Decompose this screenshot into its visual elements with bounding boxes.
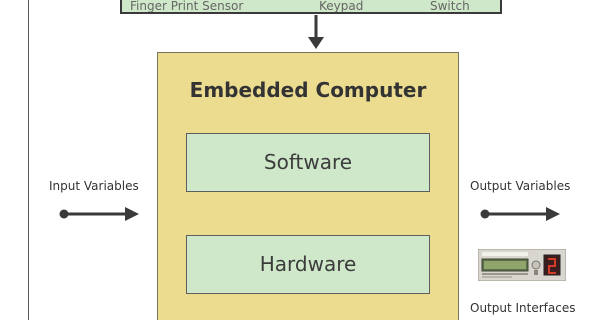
input-arrow-icon [59,207,139,221]
output-arrow-icon [480,207,560,221]
down-arrow-icon [308,15,324,49]
fingerprint-sensor-label: Finger Print Sensor [130,0,244,13]
input-variables-label: Input Variables [49,179,139,193]
embedded-computer-title: Embedded Computer [189,78,427,102]
output-interfaces-label: Output Interfaces [470,301,576,315]
input-devices-box: Finger Print Sensor Keypad Switch [120,0,502,14]
software-label: Software [263,150,353,174]
software-box: Software [186,133,430,192]
hardware-label: Hardware [259,252,357,276]
keypad-label: Keypad [319,0,364,13]
output-variables-label: Output Variables [470,179,571,193]
switch-label: Switch [430,0,470,13]
left-divider-line [28,0,29,320]
output-device-panel-image [478,249,566,281]
hardware-box: Hardware [186,235,430,294]
